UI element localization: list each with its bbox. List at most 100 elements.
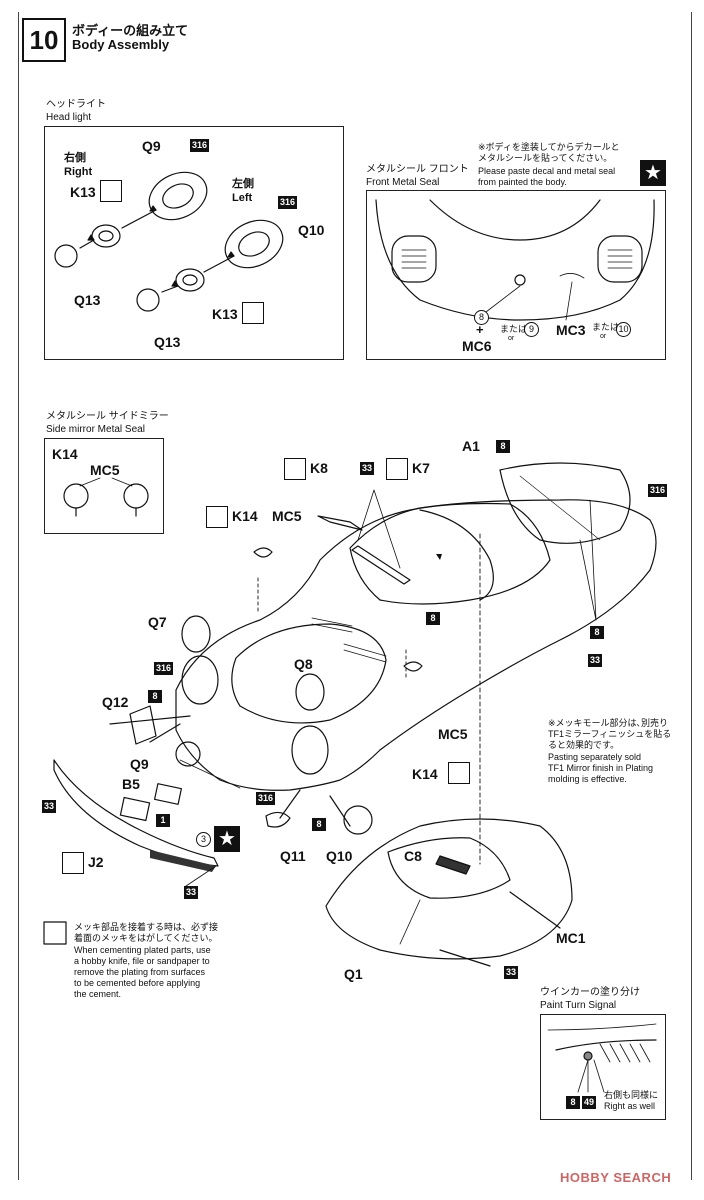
label-mc5-top: MC5 xyxy=(272,508,302,524)
step-number: 10 xyxy=(22,18,66,62)
label-j2: J2 xyxy=(88,854,104,870)
front-seal-note-en-2: from painted the body. xyxy=(478,177,567,187)
tag-33-spoiler: 33 xyxy=(184,886,199,899)
turn-same-jp: 右側も同様に xyxy=(604,1090,659,1100)
front-seal-note-jp-1: ※ボディを塗装してからデカールと xyxy=(478,142,620,152)
plating-note-jp-3: ると効果的です。 xyxy=(548,740,620,750)
label-mc6: MC6 xyxy=(462,338,492,354)
or-en-1: or xyxy=(508,335,515,342)
plating-note-en-3: molding is effective. xyxy=(548,774,627,784)
label-mc5-side: MC5 xyxy=(438,726,468,742)
watermark: HOBBY SEARCH xyxy=(560,1170,672,1185)
paint-icon xyxy=(448,762,470,784)
label-k14-side: K14 xyxy=(412,766,438,782)
paint-icon xyxy=(100,180,122,202)
tag-8-turn: 8 xyxy=(566,1096,580,1109)
q13-lens-right xyxy=(54,244,78,268)
tag-316-q9: 316 xyxy=(190,139,210,152)
tag-33-rear: 33 xyxy=(588,654,603,667)
or-jp-2: または xyxy=(592,322,620,332)
headlight-panel xyxy=(44,126,344,360)
turn-same-en: Right as well xyxy=(604,1101,656,1111)
label-q10: Q10 xyxy=(298,222,325,238)
decal-9: 9 xyxy=(524,322,539,337)
label-q8: Q8 xyxy=(294,656,313,672)
front-seal-note-jp-2: メタルシールを貼ってください。 xyxy=(478,153,613,163)
front-seal-note-en-1: Please paste decal and metal seal xyxy=(478,166,616,176)
step-title-jp: ボディーの組み立て xyxy=(72,23,189,38)
tag-33-bumper: 33 xyxy=(42,800,57,813)
label-b5: B5 xyxy=(122,776,140,792)
plating-note-jp-2: TF1ミラーフィニッシュを貼る xyxy=(548,729,672,739)
side-mirror-title-jp: メタルシール サイドミラー xyxy=(46,411,169,422)
q7-lamp xyxy=(181,615,211,653)
label-mc5-panel: MC5 xyxy=(90,462,120,478)
label-mc1: MC1 xyxy=(556,930,586,946)
step-title-en: Body Assembly xyxy=(72,37,170,52)
label-right-en: Right xyxy=(64,166,93,178)
front-seal-title-jp: メタルシール フロント xyxy=(366,164,469,175)
turn-signal-title-jp: ウインカーの塗り分け xyxy=(540,987,640,998)
car-body xyxy=(175,499,657,791)
mirror-right xyxy=(403,661,423,672)
q12-lamp xyxy=(129,705,157,745)
plus-sign: + xyxy=(476,322,484,337)
cement-note-en-2: a hobby knife, file or sandpaper to xyxy=(74,956,210,966)
tag-8-rear: 8 xyxy=(590,626,604,639)
or-en-2: or xyxy=(600,333,607,340)
paint-icon xyxy=(206,506,228,528)
label-q13-right: Q13 xyxy=(74,292,101,308)
label-q9-main: Q9 xyxy=(130,756,149,772)
tag-316-lower: 316 xyxy=(256,792,276,805)
paint-icon xyxy=(62,852,84,874)
tag-8-lower: 8 xyxy=(312,818,326,831)
label-q1: Q1 xyxy=(344,966,363,982)
tag-8-door: 8 xyxy=(426,612,440,625)
cement-note-en-1: When cementing plated parts, use xyxy=(74,945,211,955)
tag-316-front: 316 xyxy=(154,662,174,675)
decal-10: 10 xyxy=(616,322,631,337)
label-q7: Q7 xyxy=(148,614,167,630)
plating-note-en-1: Pasting separately sold xyxy=(548,752,642,762)
decal-3: 3 xyxy=(196,832,211,847)
headlight-title-en: Head light xyxy=(46,112,92,123)
paint-icon xyxy=(284,458,306,480)
cement-note-jp-2: 着面のメッキをはがしてください。 xyxy=(74,933,218,943)
label-q12: Q12 xyxy=(102,694,129,710)
plating-note-en-2: TF1 Mirror finish in Plating xyxy=(548,763,654,773)
bumper-j2 xyxy=(53,759,219,867)
label-k7: K7 xyxy=(412,460,430,476)
cement-note-en-4: to be cemented before applying xyxy=(74,978,201,988)
q10-housing-main xyxy=(343,805,373,835)
paint-icon xyxy=(386,458,408,480)
q9-housing-main xyxy=(175,741,201,767)
star-icon: ★ xyxy=(640,160,666,186)
or-jp-1: または xyxy=(500,324,528,334)
tag-8-front: 8 xyxy=(148,690,162,703)
plating-note-jp-1: ※メッキモール部分は､別売り xyxy=(548,718,669,728)
q9-housing xyxy=(148,171,208,221)
cement-note-en-3: remove the plating from surfaces xyxy=(74,967,206,977)
label-a1: A1 xyxy=(462,438,480,454)
engine-hood-q1 xyxy=(325,818,573,960)
label-right-jp: 右側 xyxy=(64,152,86,164)
q8-lamp xyxy=(295,673,325,711)
tag-8-a1: 8 xyxy=(496,440,510,453)
decal-8: 8 xyxy=(474,310,489,325)
tag-1-plate: 1 xyxy=(156,814,170,827)
q10-housing xyxy=(224,219,284,269)
front-seal-title-en: Front Metal Seal xyxy=(366,177,440,188)
tag-33-k8: 33 xyxy=(360,462,375,475)
tag-316-q10: 316 xyxy=(278,196,298,209)
star-icon: ★ xyxy=(214,826,240,852)
tag-33-hood: 33 xyxy=(504,966,519,979)
mirror-left xyxy=(253,547,273,558)
label-k8: K8 xyxy=(310,460,328,476)
side-mirror-panel xyxy=(44,438,164,534)
cement-note-en-5: the cement. xyxy=(74,989,122,999)
k8-wiper xyxy=(317,515,363,531)
label-q9: Q9 xyxy=(142,138,161,154)
tag-316-body: 316 xyxy=(648,484,668,497)
label-k13-left: K13 xyxy=(212,306,238,322)
